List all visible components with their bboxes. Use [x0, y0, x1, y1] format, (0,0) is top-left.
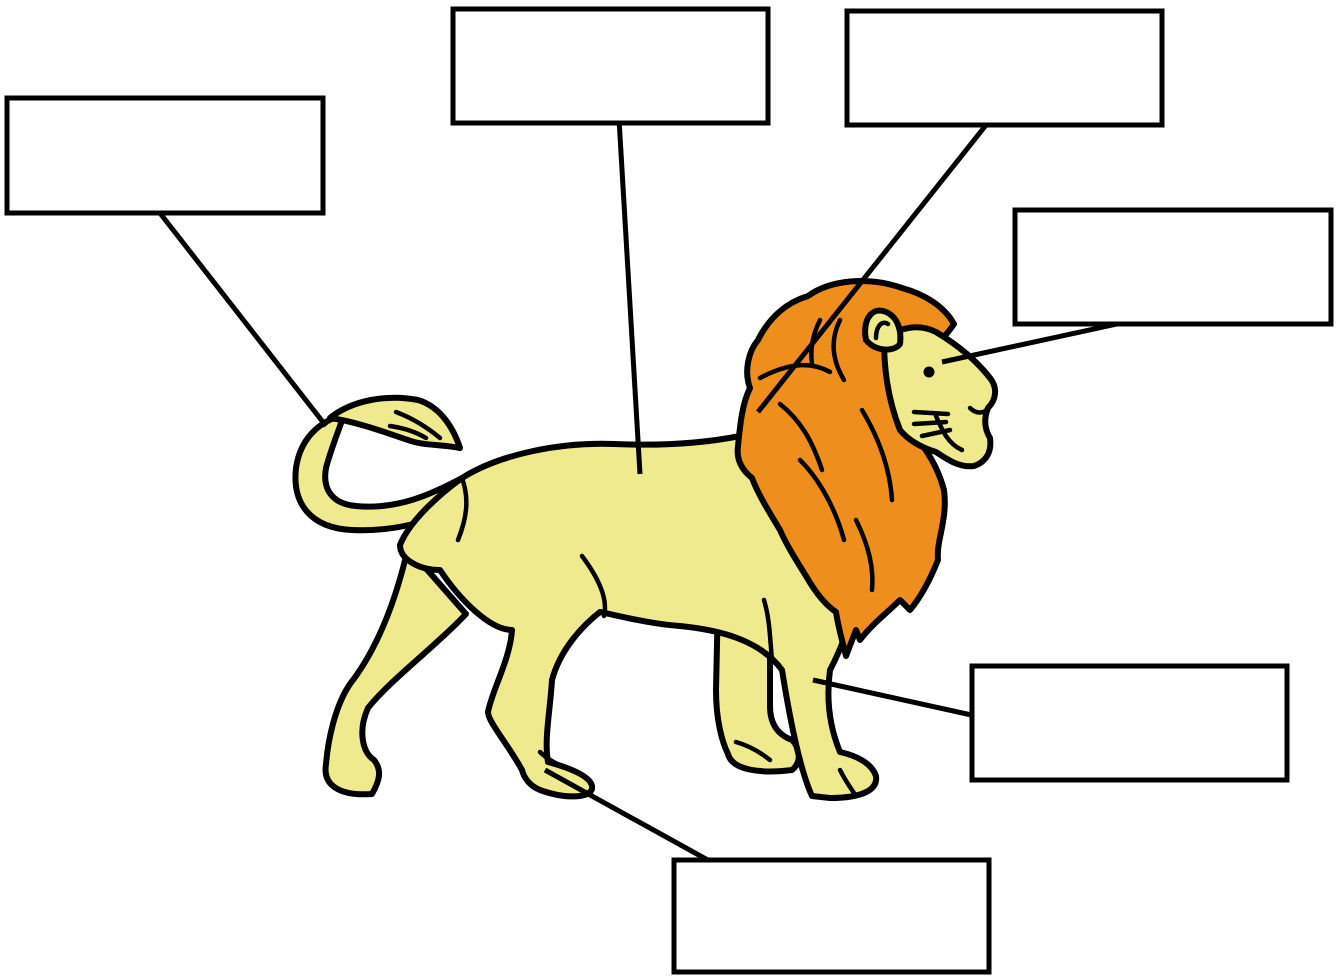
leader-tail	[156, 208, 326, 426]
lion-ear	[865, 311, 900, 350]
label-box-eye[interactable]	[1015, 210, 1331, 324]
tail-tuft	[330, 398, 460, 448]
lion-eye	[924, 367, 935, 378]
leader-body	[618, 102, 640, 474]
lion-far-hind-leg	[326, 548, 466, 794]
label-box-paw[interactable]	[674, 860, 989, 972]
label-box-mane[interactable]	[847, 11, 1162, 125]
lion-icon	[295, 281, 995, 798]
label-box-body[interactable]	[453, 9, 768, 123]
label-box-leg[interactable]	[972, 666, 1287, 780]
leader-leg	[813, 680, 985, 718]
label-box-tail[interactable]	[7, 98, 323, 213]
